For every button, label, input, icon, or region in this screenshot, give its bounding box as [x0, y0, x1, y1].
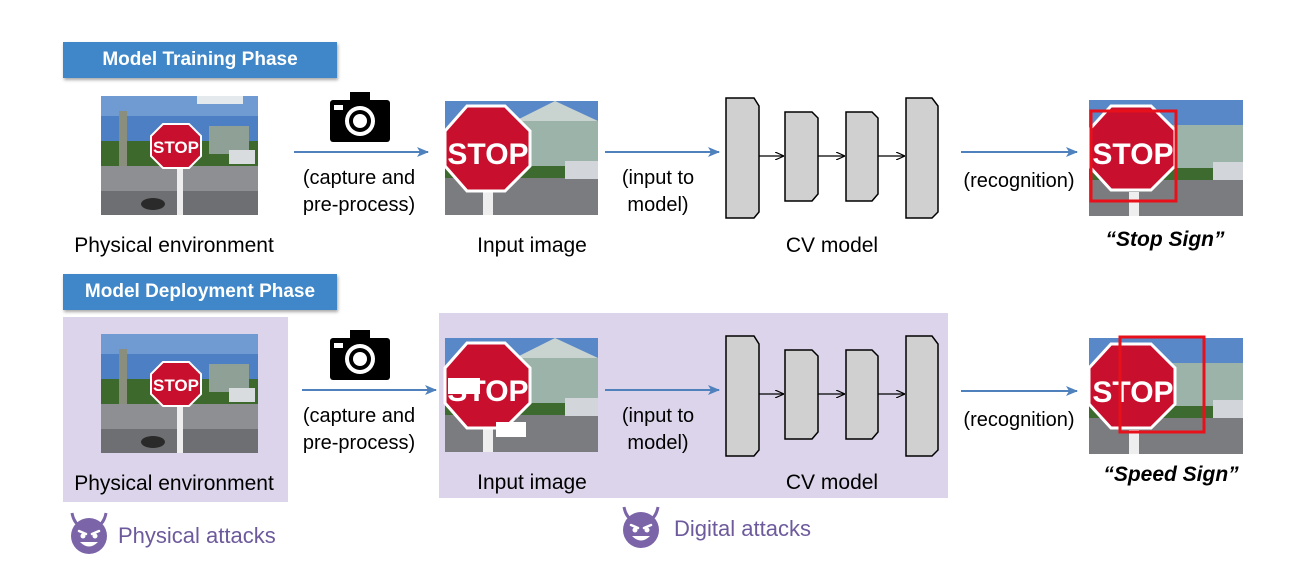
physical-environment-caption: Physical environment	[74, 472, 274, 495]
camera-icon	[330, 330, 390, 380]
training-phase-label: Model Training Phase	[63, 42, 337, 78]
adversarial-patch	[496, 422, 526, 437]
input-note-line1: (input to	[621, 405, 695, 427]
input-image-caption: Input image	[477, 234, 587, 257]
recognition-note: (recognition)	[963, 170, 1075, 192]
cv-model-diagram	[725, 335, 939, 457]
capture-note: (capture and pre-process)	[288, 403, 430, 457]
cv-model-caption: CV model	[785, 471, 879, 494]
capture-note-line1: (capture and	[302, 167, 416, 189]
model-layer-2	[784, 349, 819, 440]
recognition-arrow	[961, 147, 1078, 157]
recognition-arrow	[961, 386, 1078, 396]
scene-photo: STOP	[101, 334, 258, 453]
capture-note-line2: pre-process)	[302, 432, 416, 454]
capture-arrow	[294, 147, 429, 157]
input-image-caption: Input image	[477, 471, 587, 494]
adversarial-patch	[448, 378, 480, 394]
stop-sign-text: STOP	[153, 376, 199, 395]
physical-environment-caption: Physical environment	[74, 234, 274, 257]
stop-sign-photo: STOP	[1087, 335, 1243, 454]
input-note-line2: model)	[627, 194, 689, 216]
model-layer-1	[725, 97, 760, 219]
recognition-result: “Speed Sign”	[1103, 463, 1239, 486]
capture-note-line2: pre-process)	[302, 194, 416, 216]
recognition-output-image: STOP	[1087, 100, 1243, 216]
model-layer-3	[845, 349, 879, 440]
input-arrow	[605, 385, 720, 395]
model-layer-3	[845, 111, 879, 202]
input-note-line2: model)	[627, 432, 689, 454]
input-note: (input to model)	[605, 403, 711, 457]
physical-attacks-label: Physical attacks	[118, 523, 276, 548]
stop-sign-photo: STOP	[443, 101, 598, 215]
recognition-box	[1089, 109, 1178, 203]
scene-photo: STOP	[101, 96, 258, 215]
cv-model-caption: CV model	[785, 234, 879, 257]
cv-model-diagram	[725, 97, 939, 219]
perturbed-input-image: STOP	[443, 338, 598, 452]
stop-sign-photo: STOP	[1087, 100, 1243, 216]
input-image: STOP	[443, 101, 598, 215]
deployment-phase-label: Model Deployment Phase	[63, 274, 337, 310]
input-note: (input to model)	[605, 165, 711, 219]
recognition-output-image: STOP	[1087, 335, 1243, 454]
stop-sign-text: STOP	[1092, 376, 1173, 409]
model-layer-4	[905, 335, 939, 457]
capture-note-line1: (capture and	[302, 405, 416, 427]
input-note-line1: (input to	[621, 167, 695, 189]
recognition-note: (recognition)	[963, 409, 1075, 431]
devil-face-icon	[622, 506, 660, 548]
recognition-result: “Stop Sign”	[1105, 228, 1225, 251]
devil-face-icon	[70, 512, 108, 554]
model-layer-1	[725, 335, 760, 457]
capture-note: (capture and pre-process)	[288, 165, 430, 219]
model-layer-2	[784, 111, 819, 202]
stop-sign-photo: STOP	[443, 338, 598, 452]
stop-sign-text: STOP	[447, 138, 528, 171]
stop-sign-text: STOP	[1092, 138, 1173, 171]
digital-attacks-label: Digital attacks	[674, 516, 811, 541]
model-layer-4	[905, 97, 939, 219]
camera-icon	[330, 92, 390, 142]
physical-environment-image: STOP	[101, 96, 258, 215]
stop-sign-text: STOP	[153, 138, 199, 157]
capture-arrow	[302, 385, 437, 395]
recognition-box	[1118, 335, 1206, 434]
input-arrow	[605, 147, 720, 157]
physical-environment-image: STOP	[101, 334, 258, 453]
